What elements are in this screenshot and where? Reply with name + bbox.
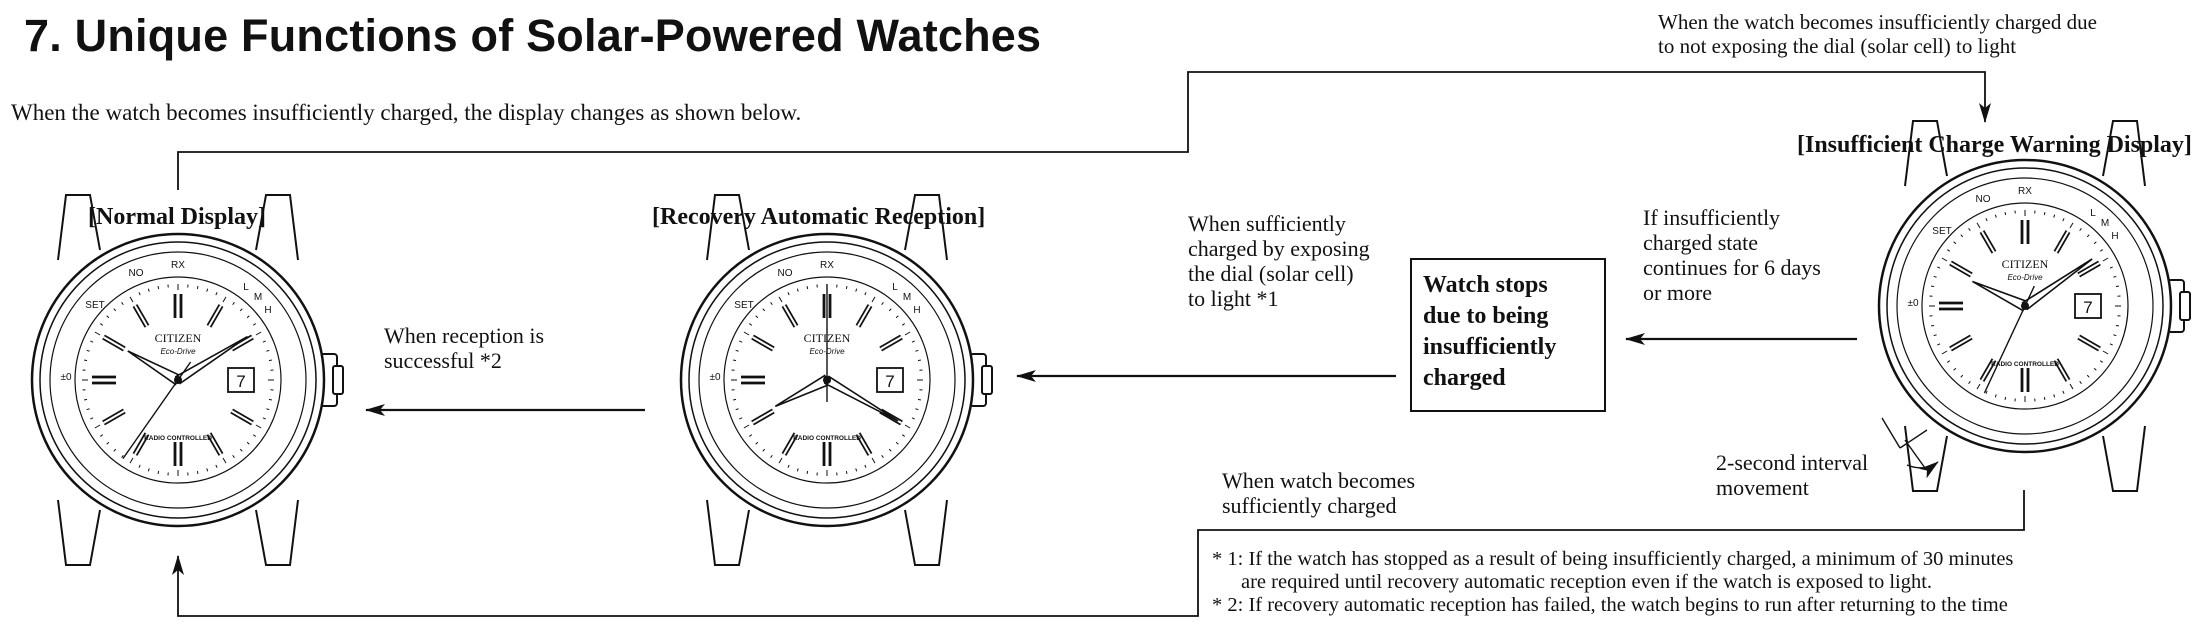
svg-text:M: M [903,292,911,303]
annotation-charged-by-light: When sufficiently charged by exposing th… [1188,211,1370,311]
heading-normal-display: [Normal Display] [88,204,266,230]
svg-text:±0: ±0 [60,372,71,383]
page-title: 7. Unique Functions of Solar-Powered Wat… [24,10,1042,61]
svg-text:H: H [913,305,920,316]
svg-text:L: L [243,282,249,293]
svg-text:Eco-Drive: Eco-Drive [160,347,196,356]
svg-text:H: H [264,305,271,316]
svg-text:CITIZEN: CITIZEN [2002,257,2049,271]
footnote-1-cont: are required until recovery automatic re… [1241,571,1933,593]
watch-stops-text: Watch stops due to being insufficiently … [1423,272,1557,391]
svg-text:NO: NO [129,268,144,279]
annotation-reception-success: When reception is successful *2 [384,323,545,373]
svg-text:NO: NO [778,268,793,279]
connector-top [177,71,1991,190]
annotation-continues-6-days: If insufficiently charged state continue… [1643,205,1821,305]
annotation-becomes-charged: When watch becomes sufficiently charged [1222,468,1416,518]
footnote-2: * 2: If recovery automatic reception has… [1212,594,2008,616]
svg-text:M: M [2101,218,2109,229]
connector-bottom [172,490,2025,617]
svg-text:RX: RX [820,260,834,271]
svg-text:CITIZEN: CITIZEN [155,331,202,345]
intro-text: When the watch becomes insufficiently ch… [11,100,802,125]
interval-pointer-icon [1881,417,1939,479]
svg-text:RX: RX [171,260,185,271]
svg-text:7: 7 [236,372,245,391]
heading-warning-display: [Insufficient Charge Warning Display] [1797,132,2192,158]
annotation-interval-movement: 2-second interval movement [1716,450,1869,500]
svg-text:L: L [2090,208,2096,219]
svg-text:Eco-Drive: Eco-Drive [2007,273,2043,282]
svg-text:RADIO CONTROLLED: RADIO CONTROLLED [144,435,212,442]
svg-text:NO: NO [1976,194,1991,205]
svg-text:SET: SET [734,300,753,311]
svg-text:SET: SET [1932,226,1951,237]
svg-text:±0: ±0 [1907,298,1918,309]
footnote-1: * 1: If the watch has stopped as a resul… [1212,548,2014,570]
svg-text:L: L [892,282,898,293]
svg-text:RADIO CONTROLLED: RADIO CONTROLLED [793,435,861,442]
svg-text:M: M [254,292,262,303]
svg-text:SET: SET [85,300,104,311]
svg-text:7: 7 [885,372,894,391]
svg-text:RADIO CONTROLLED: RADIO CONTROLLED [1991,361,2059,368]
svg-text:7: 7 [2083,298,2092,317]
watch-stops-box [1410,258,1606,412]
annotation-top-right: When the watch becomes insufficiently ch… [1658,10,2097,58]
svg-text:±0: ±0 [709,372,720,383]
svg-text:RX: RX [2018,186,2032,197]
heading-recovery-reception: [Recovery Automatic Reception] [652,204,986,230]
svg-text:H: H [2111,231,2118,242]
